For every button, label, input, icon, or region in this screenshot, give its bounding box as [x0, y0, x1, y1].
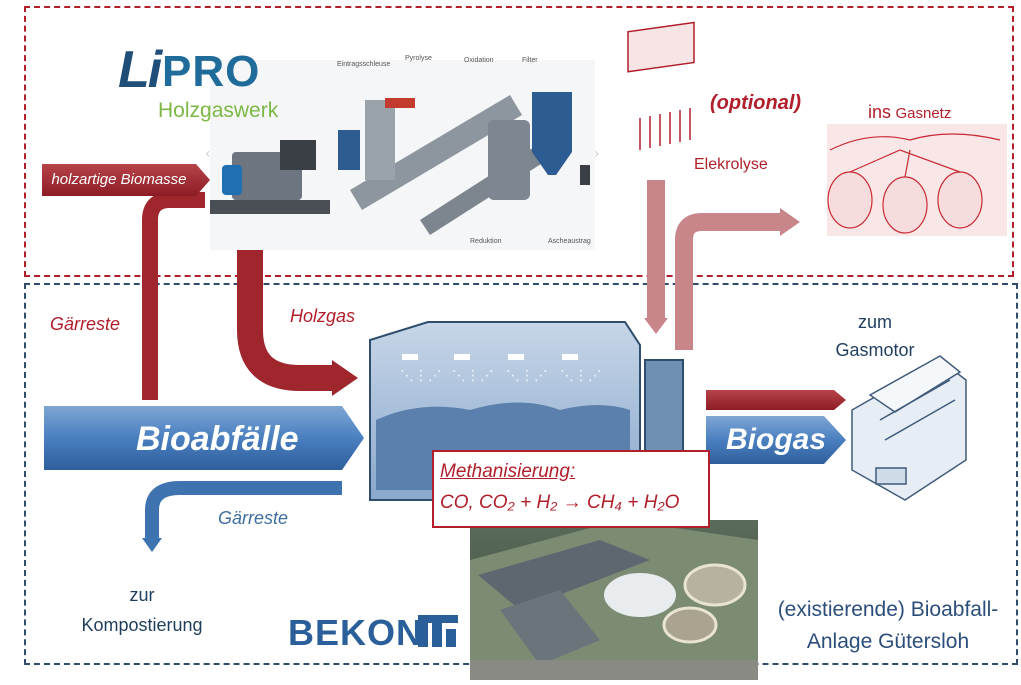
biogas-blue-arrow	[706, 416, 846, 464]
biomasse-arrow	[42, 164, 210, 196]
bioabfaelle-label: Bioabfälle	[136, 420, 299, 458]
lipro-logo-li: Li	[118, 41, 162, 99]
garreste-blue-arrow	[145, 481, 342, 540]
kompostierung-label: zur Kompostierung	[62, 580, 222, 640]
svg-text:⋱⋮⋰: ⋱⋮⋰	[560, 368, 602, 384]
anlage-line1: (existierende) Bioabfall-	[777, 598, 999, 621]
svg-text:⋱⋮⋰: ⋱⋮⋰	[452, 368, 494, 384]
gasnetz-icon	[827, 124, 1007, 236]
optional-label: (optional)	[710, 92, 802, 114]
anlage-line2: Anlage Gütersloh	[806, 630, 970, 653]
bioabfaelle-arrow	[44, 406, 364, 470]
gasmotor-line2: Gasmotor	[835, 340, 915, 360]
gasnetz-text: Gasnetz	[895, 105, 952, 122]
ins-text: ins	[868, 102, 892, 122]
tank-to-gasnetz-arrow	[675, 213, 782, 350]
methanisierung-box	[432, 450, 710, 528]
gasmotor-line1: zum	[857, 312, 892, 332]
anlage-label: (existierende) Bioabfall- Anlage Gütersl…	[770, 594, 1006, 658]
holzgas-label: Holzgas	[290, 306, 356, 326]
holzgas-arrow	[237, 235, 335, 391]
label-pyrolyse: Pyrolyse	[405, 55, 432, 62]
label-reduktion: Reduktion	[470, 238, 502, 245]
label-eintragsschleuse: Eintragsschleuse	[337, 61, 390, 68]
garreste-top-label: Gärreste	[50, 314, 121, 334]
kompost-line1: zur	[129, 585, 155, 605]
bekon-logo-text: BEKON	[288, 612, 424, 653]
svg-text:‹: ‹	[205, 146, 211, 162]
svg-text:›: ›	[594, 146, 600, 162]
holzgaswerk-machine	[210, 60, 595, 250]
svg-text:⋱⋮⋰: ⋱⋮⋰	[400, 368, 442, 384]
biogas-label: Biogas	[726, 423, 827, 456]
methanisierung-equation: CO, CO₂ + H₂ → CH₄ + H₂O	[440, 492, 680, 513]
label-filter: Filter	[522, 57, 538, 64]
lipro-logo-pro: PRO	[162, 47, 261, 96]
kompost-line2: Kompostierung	[81, 615, 203, 635]
label-oxidation: Oxidation	[464, 57, 494, 64]
label-ascheaustrag: Ascheaustrag	[548, 238, 591, 245]
lipro-logo-subtitle: Holzgaswerk	[158, 99, 279, 122]
elektrolyse-icon	[627, 21, 695, 150]
garreste-bottom-label: Gärreste	[218, 508, 289, 528]
bekon-logo-mark	[418, 615, 458, 647]
biomasse-label: holzartige Biomasse	[51, 171, 187, 188]
gasnetz-label: ins Gasnetz	[868, 102, 951, 123]
biogas-red-arrow	[706, 390, 846, 410]
gasmotor-label: zum Gasmotor	[830, 308, 920, 364]
garreste-red-arrow	[142, 192, 205, 400]
methanisierung-title: Methanisierung:	[440, 461, 576, 482]
bekon-plant-photo	[470, 520, 758, 680]
lipro-area-box	[24, 6, 1014, 277]
svg-text:⋱⋮⋰: ⋱⋮⋰	[506, 368, 548, 384]
gasmotor-icon	[851, 355, 967, 501]
elektrolyse-label: Elekrolyse	[694, 156, 768, 173]
